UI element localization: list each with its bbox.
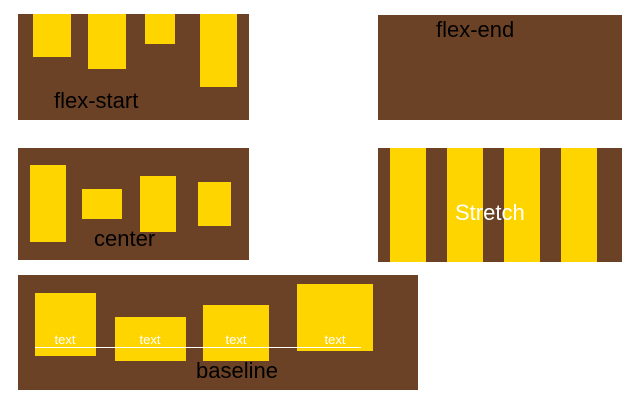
stretch-label: Stretch <box>455 200 525 225</box>
flex-item-box <box>203 305 269 361</box>
panel-flex-start: flex-start <box>18 14 249 120</box>
flex-item-bar <box>30 165 66 242</box>
flex-item-bar <box>33 14 71 57</box>
flex-item-bar <box>504 148 540 262</box>
box-text-label: text <box>54 332 76 347</box>
box-text-label: text <box>225 332 247 347</box>
flex-start-label: flex-start <box>54 88 139 113</box>
flex-item-bar <box>198 182 231 226</box>
flex-item-bar <box>447 148 483 262</box>
center-label: center <box>94 226 156 251</box>
box-text-label: text <box>139 332 161 347</box>
panel-stretch: Stretch <box>378 148 622 262</box>
baseline-line <box>35 347 361 348</box>
baseline-label: baseline <box>196 358 278 383</box>
panel-flex-end: flex-end <box>378 15 622 120</box>
flex-item-bar <box>145 14 175 44</box>
flex-item-box <box>297 284 373 351</box>
flex-item-bar <box>390 148 426 262</box>
flex-item-box <box>115 317 186 361</box>
flex-item-box <box>35 293 96 356</box>
flex-item-bar <box>88 14 126 69</box>
flex-item-bar <box>200 14 237 87</box>
panel-center: center <box>18 148 249 260</box>
panel-baseline: text text text text baseline <box>18 275 418 390</box>
box-text-label: text <box>324 332 346 347</box>
flex-item-bar <box>561 148 597 262</box>
flex-item-bar <box>140 176 176 232</box>
flex-item-bar <box>82 189 122 219</box>
flex-end-label: flex-end <box>436 17 515 42</box>
